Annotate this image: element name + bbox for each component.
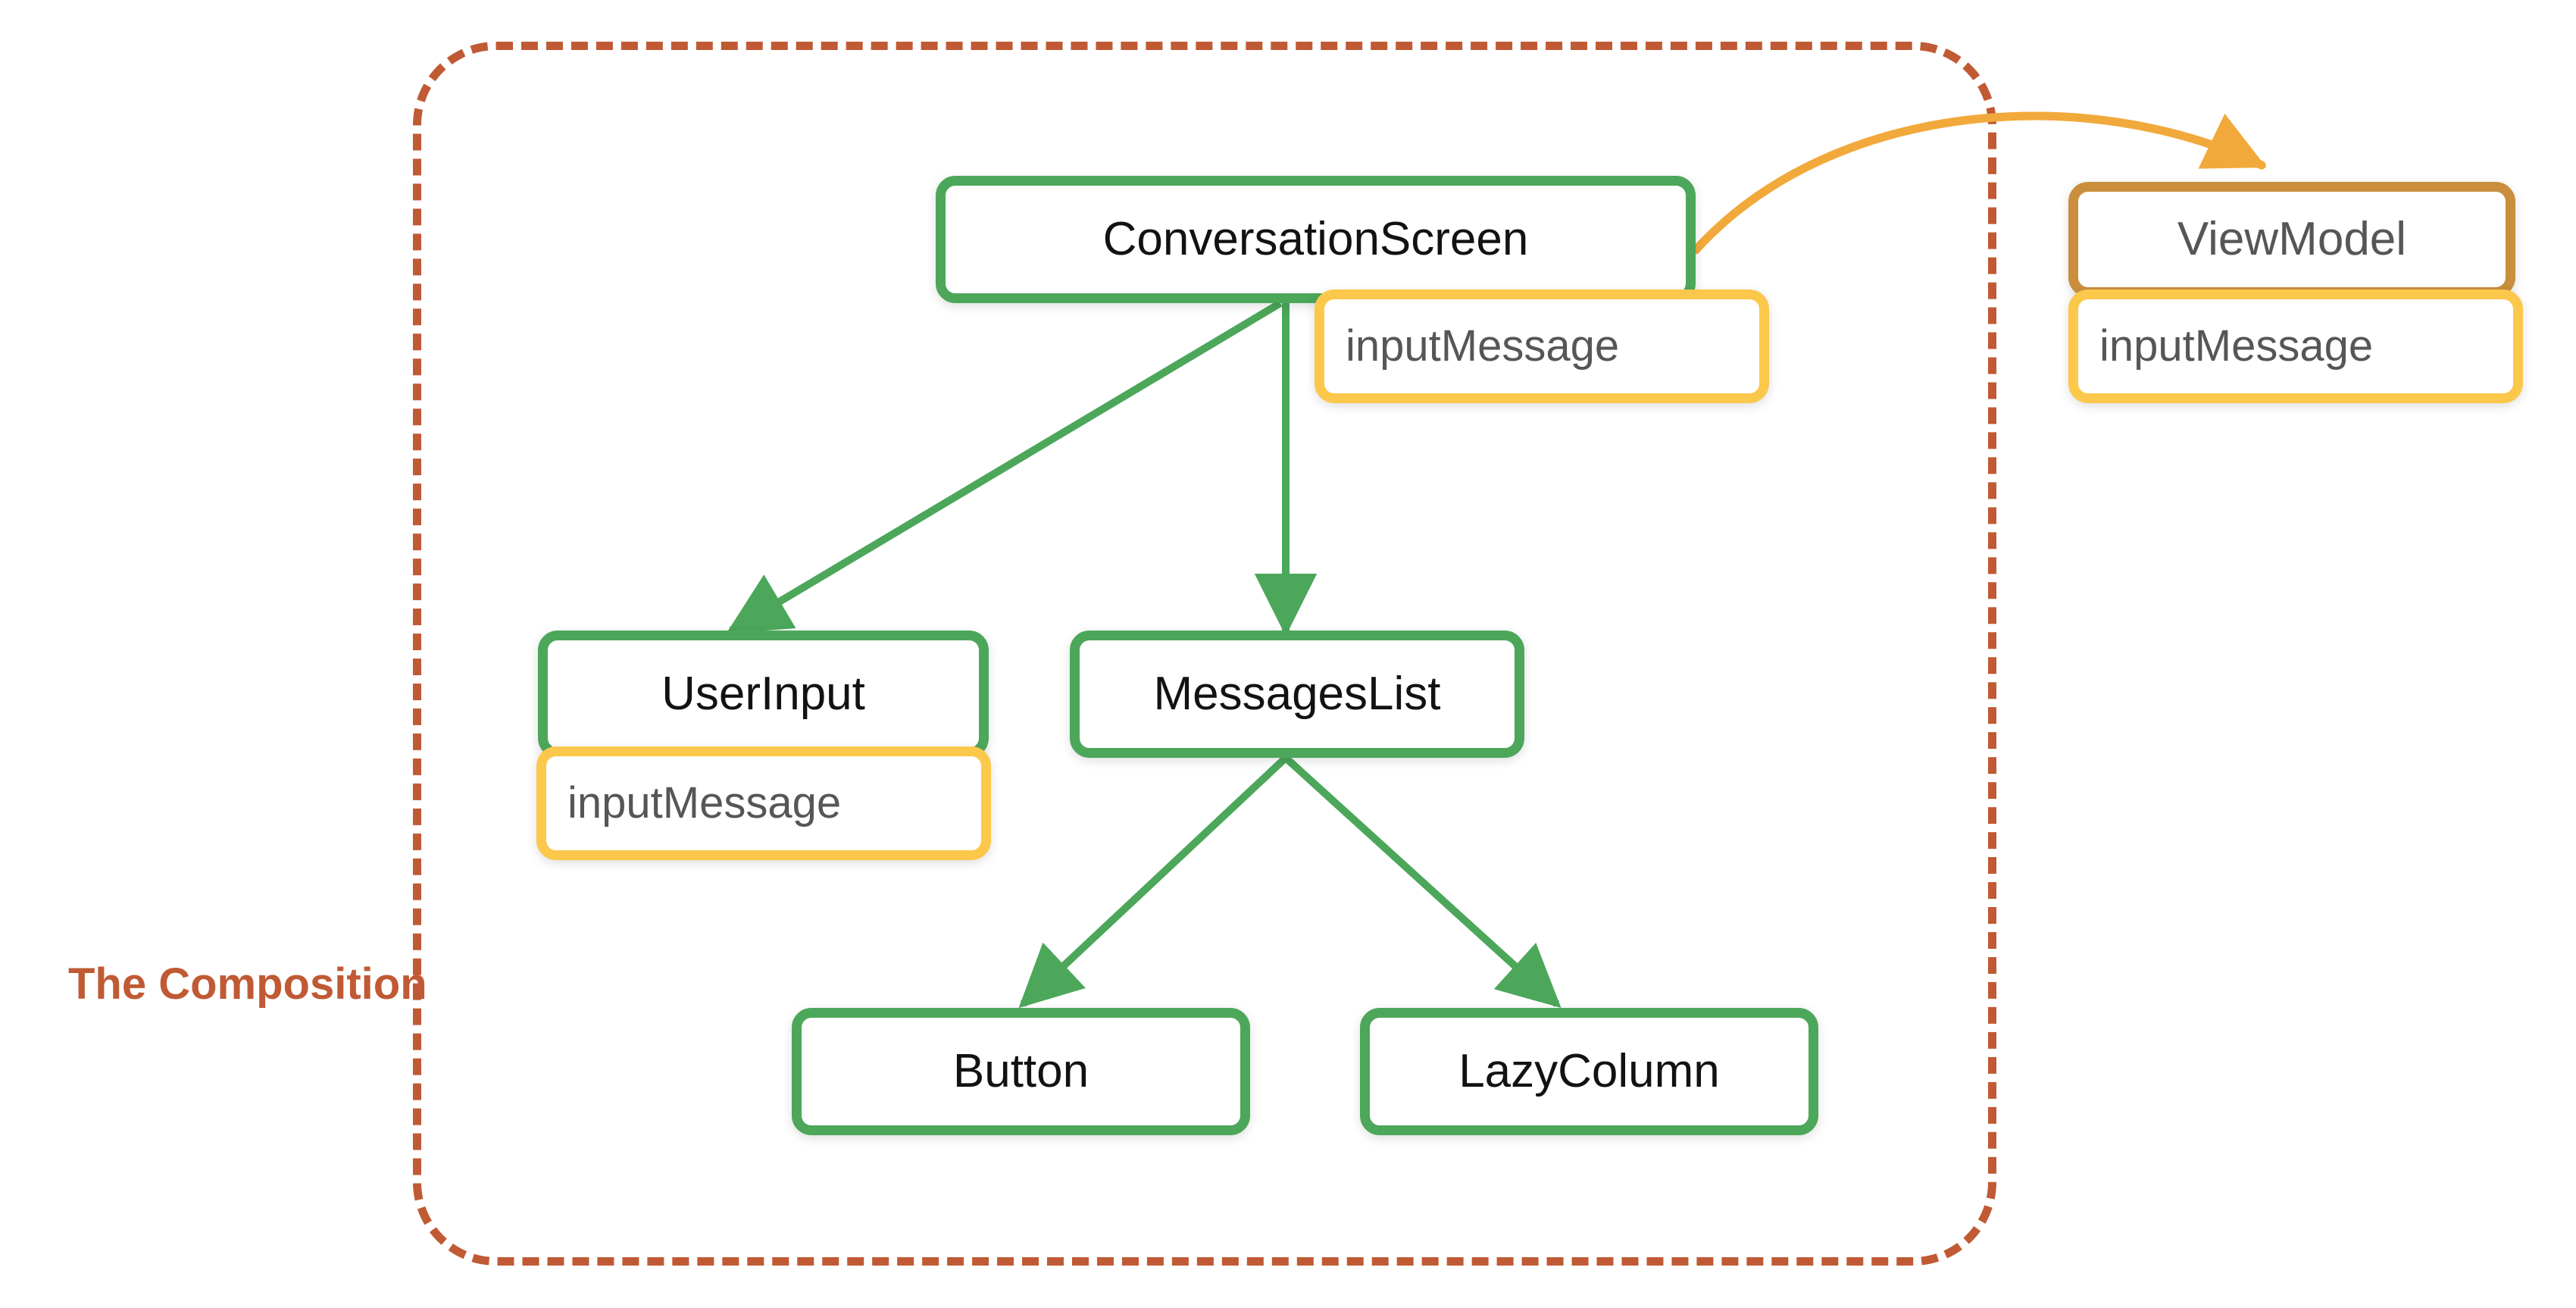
composition-caption: The Composition (68, 959, 427, 1009)
node-user-input[interactable]: UserInput (538, 631, 989, 758)
node-messages-list[interactable]: MessagesList (1070, 631, 1524, 758)
node-conversation-screen-label: ConversationScreen (1102, 213, 1529, 265)
composition-boundary (413, 42, 1996, 1266)
node-lazy-column[interactable]: LazyColumn (1360, 1008, 1818, 1135)
node-view-model-state-label: inputMessage (2099, 321, 2374, 371)
node-user-input-state-label: inputMessage (567, 778, 842, 828)
node-lazy-column-label: LazyColumn (1458, 1045, 1720, 1097)
node-button-label: Button (952, 1045, 1089, 1097)
node-view-model[interactable]: ViewModel (2068, 182, 2515, 297)
node-conversation-screen-state-label: inputMessage (1346, 321, 1620, 371)
node-view-model-state[interactable]: inputMessage (2068, 289, 2523, 403)
node-view-model-label: ViewModel (2177, 213, 2407, 265)
node-conversation-screen-state[interactable]: inputMessage (1315, 289, 1769, 403)
node-user-input-label: UserInput (661, 668, 865, 720)
node-user-input-state[interactable]: inputMessage (536, 746, 991, 860)
node-conversation-screen[interactable]: ConversationScreen (936, 176, 1696, 303)
node-messages-list-label: MessagesList (1153, 668, 1441, 720)
node-button[interactable]: Button (792, 1008, 1250, 1135)
